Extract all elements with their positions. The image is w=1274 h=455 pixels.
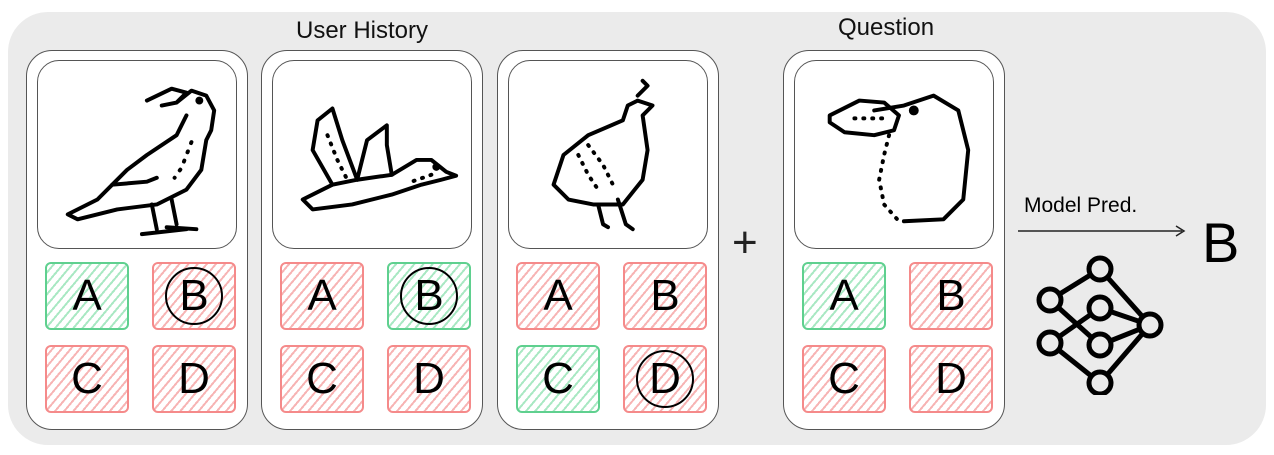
option-b[interactable]: B	[909, 262, 993, 330]
nn-node	[1086, 369, 1114, 395]
predicted-answer: B	[1202, 211, 1240, 274]
option-label: C	[828, 354, 860, 403]
neural-network-icon	[1036, 255, 1164, 395]
option-label: A	[543, 271, 573, 320]
selected-answer-label: D	[636, 350, 694, 408]
option-label: C	[71, 354, 103, 403]
question-label: Question	[838, 14, 935, 41]
history-card-2: A B C D	[261, 50, 483, 430]
option-c[interactable]: C	[516, 345, 600, 413]
bird-head-icon	[794, 60, 994, 249]
crow-icon	[37, 60, 237, 249]
nn-node	[1036, 329, 1064, 357]
flying-goose-icon	[272, 60, 472, 249]
option-a[interactable]: A	[280, 262, 364, 330]
plus-sign: +	[732, 218, 758, 267]
option-label: D	[413, 354, 445, 403]
nn-node	[1086, 294, 1114, 322]
option-label: A	[72, 271, 102, 320]
history-card-3: A B C D	[497, 50, 719, 430]
option-b[interactable]: B	[623, 262, 707, 330]
option-label: D	[178, 354, 210, 403]
option-label: B	[650, 271, 680, 320]
arrow-icon	[1018, 225, 1186, 237]
option-b[interactable]: B	[387, 262, 471, 330]
option-a[interactable]: A	[45, 262, 129, 330]
option-b[interactable]: B	[152, 262, 236, 330]
option-c[interactable]: C	[45, 345, 129, 413]
nn-node	[1136, 311, 1164, 339]
option-c[interactable]: C	[280, 345, 364, 413]
option-label: B	[936, 271, 966, 320]
user-history-label: User History	[296, 17, 429, 44]
option-a[interactable]: A	[516, 262, 600, 330]
selected-answer-label: B	[165, 267, 223, 325]
option-d[interactable]: D	[909, 345, 993, 413]
option-label: A	[829, 271, 859, 320]
selected-answer-label: B	[400, 267, 458, 325]
history-card-1: A B C D	[26, 50, 248, 430]
option-c[interactable]: C	[802, 345, 886, 413]
nn-node	[1086, 331, 1114, 359]
option-label: A	[307, 271, 337, 320]
model-pred-label: Model Pred.	[1024, 194, 1138, 217]
question-card: A B C D	[783, 50, 1005, 430]
option-d[interactable]: D	[387, 345, 471, 413]
option-a[interactable]: A	[802, 262, 886, 330]
quail-icon	[508, 60, 708, 249]
option-label: C	[306, 354, 338, 403]
option-label: C	[542, 354, 574, 403]
option-label: D	[935, 354, 967, 403]
nn-node	[1036, 286, 1064, 314]
nn-node	[1086, 255, 1114, 283]
option-d[interactable]: D	[152, 345, 236, 413]
option-d[interactable]: D	[623, 345, 707, 413]
